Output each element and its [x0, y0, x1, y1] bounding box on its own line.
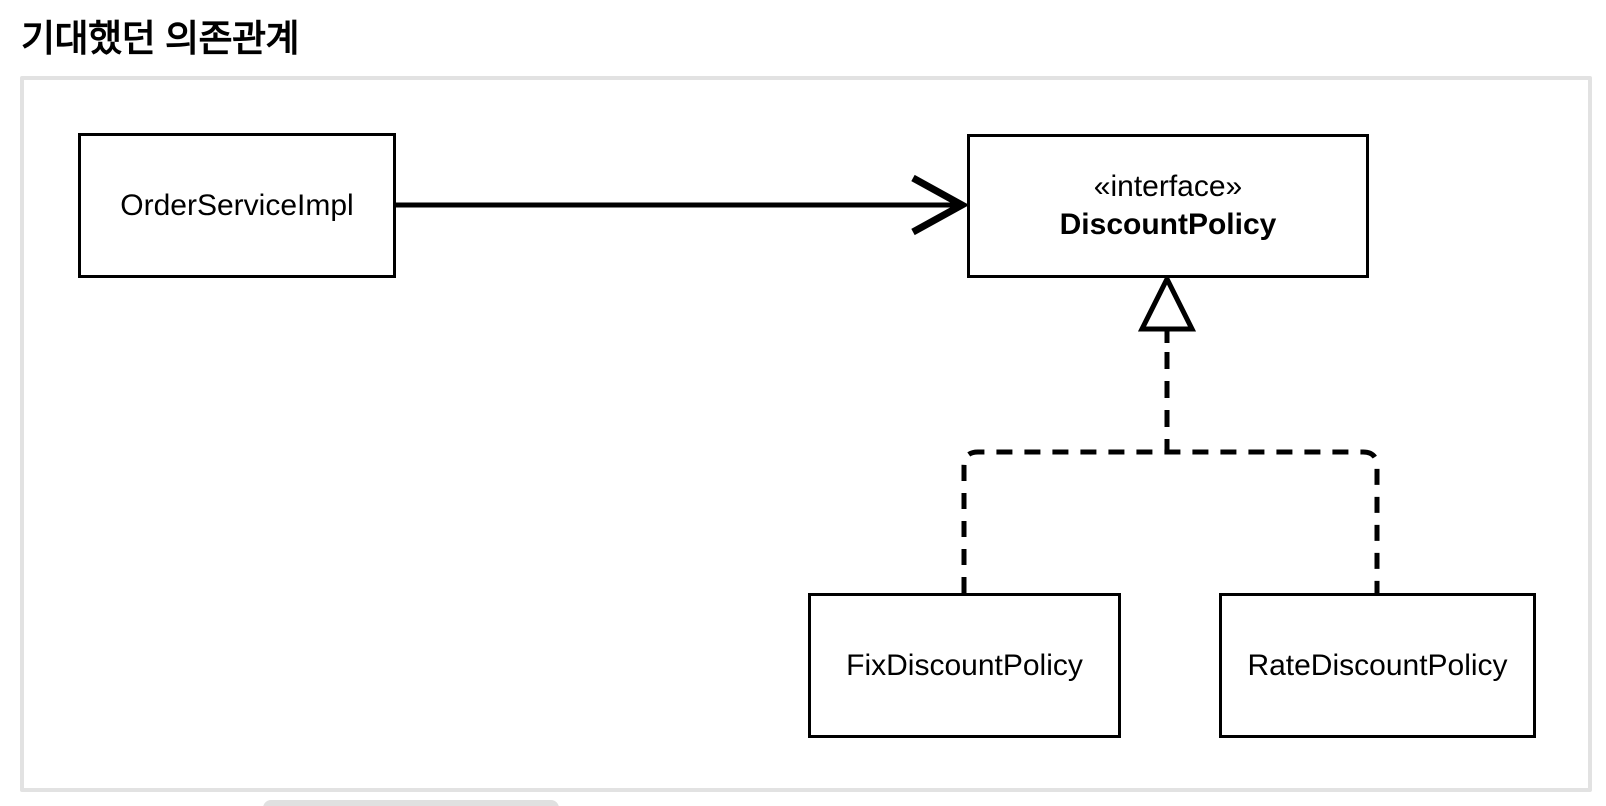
- node-fix-discount-policy-label: FixDiscountPolicy: [846, 648, 1083, 682]
- node-rate-discount-policy: RateDiscountPolicy: [1219, 593, 1536, 738]
- partial-element-below: [263, 800, 559, 806]
- node-discount-policy: «interface» DiscountPolicy: [967, 134, 1369, 278]
- node-order-service-impl-label: OrderServiceImpl: [120, 188, 354, 222]
- node-order-service-impl: OrderServiceImpl: [78, 133, 396, 278]
- node-discount-policy-label: DiscountPolicy: [1059, 208, 1277, 241]
- node-rate-discount-policy-label: RateDiscountPolicy: [1247, 648, 1508, 682]
- node-fix-discount-policy: FixDiscountPolicy: [808, 593, 1121, 738]
- page-title: 기대했던 의존관계: [21, 18, 300, 59]
- node-discount-policy-stereotype: «interface»: [1093, 170, 1243, 203]
